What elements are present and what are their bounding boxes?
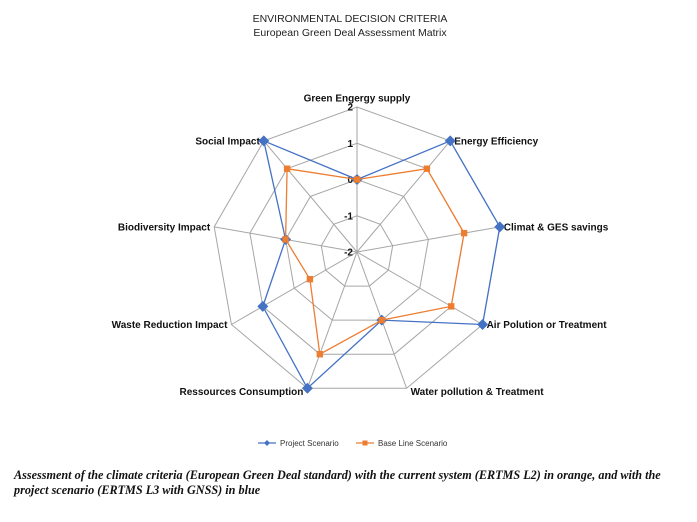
data-point (423, 165, 431, 172)
grid-spoke (356, 226, 500, 253)
legend-marker (362, 440, 368, 446)
axis-label: Energy Efficiency (454, 136, 538, 147)
chart-legend: Project Scenario Base Line Scenario (258, 439, 448, 448)
axis-label: Waste Reduction Impact (112, 320, 228, 331)
axis-label: Water pollution & Treatment (411, 387, 545, 398)
data-point (283, 165, 291, 172)
axis-label: Biodiversity Impact (118, 222, 211, 233)
tick-label: 2 (347, 103, 353, 114)
legend-marker (264, 440, 270, 446)
data-point (378, 316, 385, 324)
data-point (494, 221, 506, 233)
tick-label: 1 (347, 139, 353, 150)
radar-grid (213, 106, 501, 389)
chart-subtitle: European Green Deal Assessment Matrix (253, 27, 447, 39)
data-point (258, 135, 270, 147)
data-point (444, 135, 456, 147)
legend-label: Project Scenario (280, 439, 339, 448)
tick-label: 0 (347, 175, 353, 186)
data-point (460, 229, 468, 237)
grid-ring (320, 215, 394, 287)
grid-spoke (356, 140, 451, 253)
radar-tick-labels: -2 -1 0 1 2 (344, 103, 353, 259)
data-point (353, 176, 361, 183)
data-point (316, 350, 324, 358)
grid-spoke (263, 140, 358, 253)
data-point (282, 236, 289, 243)
grid-spoke (356, 251, 483, 325)
series-line-0 (262, 139, 501, 390)
series-line-1 (284, 167, 465, 356)
tick-label: -2 (344, 248, 353, 259)
axis-label: Green Engergy supply (304, 94, 411, 105)
axis-label: Social Impact (195, 136, 260, 147)
data-point (257, 300, 269, 312)
grid-ring (285, 178, 429, 321)
axis-label: Air Polution or Treatment (487, 320, 608, 331)
radar-chart: ENVIRONMENTAL DECISION CRITERIA European… (112, 13, 609, 448)
radar-series (257, 135, 506, 394)
grid-spoke (231, 251, 358, 325)
data-point (447, 303, 455, 310)
figure-caption: Assessment of the climate criteria (Euro… (14, 468, 661, 497)
grid-spoke (306, 251, 358, 389)
data-point (477, 319, 489, 330)
data-point (301, 382, 313, 394)
chart-title: ENVIRONMENTAL DECISION CRITERIA (253, 13, 448, 25)
axis-label: Ressources Consumption (179, 387, 303, 398)
legend-label: Base Line Scenario (378, 439, 448, 448)
axis-label: Climat & GES savings (504, 222, 609, 233)
data-point (306, 275, 314, 283)
tick-label: -1 (344, 211, 353, 222)
